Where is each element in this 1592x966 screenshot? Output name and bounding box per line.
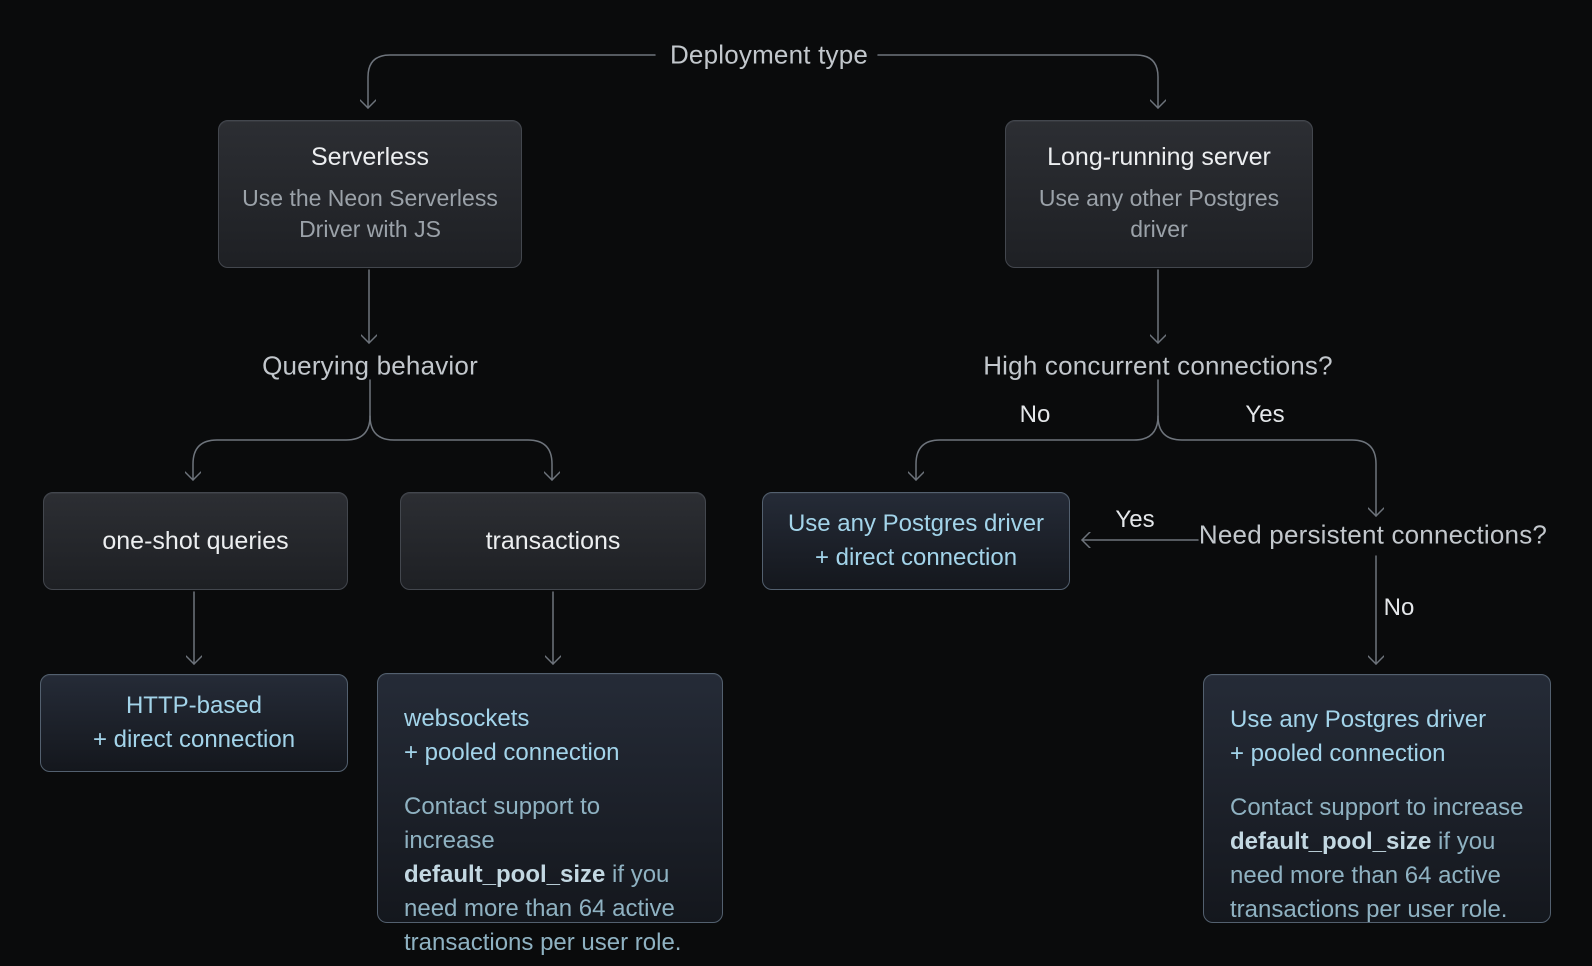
connector-high-concurrent-no-to-direct bbox=[916, 379, 1159, 481]
node-one-shot-queries: one-shot queries bbox=[43, 492, 348, 590]
querying-behavior-label: Querying behavior bbox=[262, 350, 478, 381]
result-direct-line1: Use any Postgres driver bbox=[787, 509, 1045, 537]
result-http-line2: + direct connection bbox=[92, 726, 296, 753]
result-websockets-note-bold: default_pool_size bbox=[404, 861, 606, 889]
result-http-line1: HTTP-based bbox=[125, 691, 263, 719]
connector-root-to-serverless bbox=[368, 54, 656, 109]
node-transactions-label: transactions bbox=[485, 526, 621, 555]
high-concurrent-yes-label: Yes bbox=[1245, 401, 1285, 428]
result-any-driver-pooled: Use any Postgres driver + pooled connect… bbox=[1203, 674, 1551, 923]
result-pooled-note-pre: Contact support to increase bbox=[1230, 794, 1524, 822]
node-serverless-title: Serverless bbox=[310, 143, 430, 172]
connector-root-to-long-running bbox=[877, 54, 1158, 109]
result-websockets-note: Contact support to increase default_pool… bbox=[404, 790, 696, 960]
connector-high-concurrent-yes-to-need-persistent bbox=[1157, 415, 1376, 517]
root-label: Deployment type bbox=[669, 39, 869, 70]
node-serverless: Serverless Use the Neon Serverless Drive… bbox=[218, 120, 522, 268]
result-http-direct: HTTP-based + direct connection bbox=[40, 674, 348, 772]
result-direct-line2: + direct connection bbox=[814, 544, 1018, 571]
high-concurrent-label: High concurrent connections? bbox=[983, 350, 1333, 381]
result-websockets-line1: websockets bbox=[404, 705, 530, 732]
need-persistent-yes-label: Yes bbox=[1115, 506, 1155, 533]
result-pooled-note-bold: default_pool_size bbox=[1230, 828, 1432, 856]
high-concurrent-no-label: No bbox=[1019, 401, 1051, 428]
node-long-running-subtitle: Use any other Postgres driver bbox=[1038, 185, 1280, 242]
result-pooled-note-post: if you need more than 64 active transact… bbox=[1230, 828, 1508, 924]
result-pooled-note: Contact support to increase default_pool… bbox=[1230, 791, 1524, 927]
result-websockets-note-post: if you need more than 64 active transact… bbox=[404, 861, 682, 957]
result-websockets-line2: + pooled connection bbox=[404, 739, 620, 767]
connector-querying-to-transactions bbox=[369, 415, 552, 481]
node-serverless-subtitle: Use the Neon Serverless Driver with JS bbox=[242, 185, 498, 242]
need-persistent-no-label: No bbox=[1383, 594, 1415, 621]
result-pooled-line2: + pooled connection bbox=[1230, 740, 1446, 768]
result-any-driver-direct: Use any Postgres driver + direct connect… bbox=[762, 492, 1070, 590]
node-one-shot-label: one-shot queries bbox=[102, 526, 289, 555]
node-transactions: transactions bbox=[400, 492, 706, 590]
node-long-running-title: Long-running server bbox=[1047, 143, 1271, 172]
node-long-running-server: Long-running server Use any other Postgr… bbox=[1005, 120, 1313, 268]
result-websockets-note-pre: Contact support to increase bbox=[404, 793, 601, 855]
result-pooled-line1: Use any Postgres driver bbox=[1230, 706, 1487, 733]
connector-querying-to-one-shot bbox=[193, 379, 371, 481]
need-persistent-label: Need persistent connections? bbox=[1198, 519, 1548, 550]
result-websockets-pooled: websockets + pooled connection Contact s… bbox=[377, 673, 723, 956]
